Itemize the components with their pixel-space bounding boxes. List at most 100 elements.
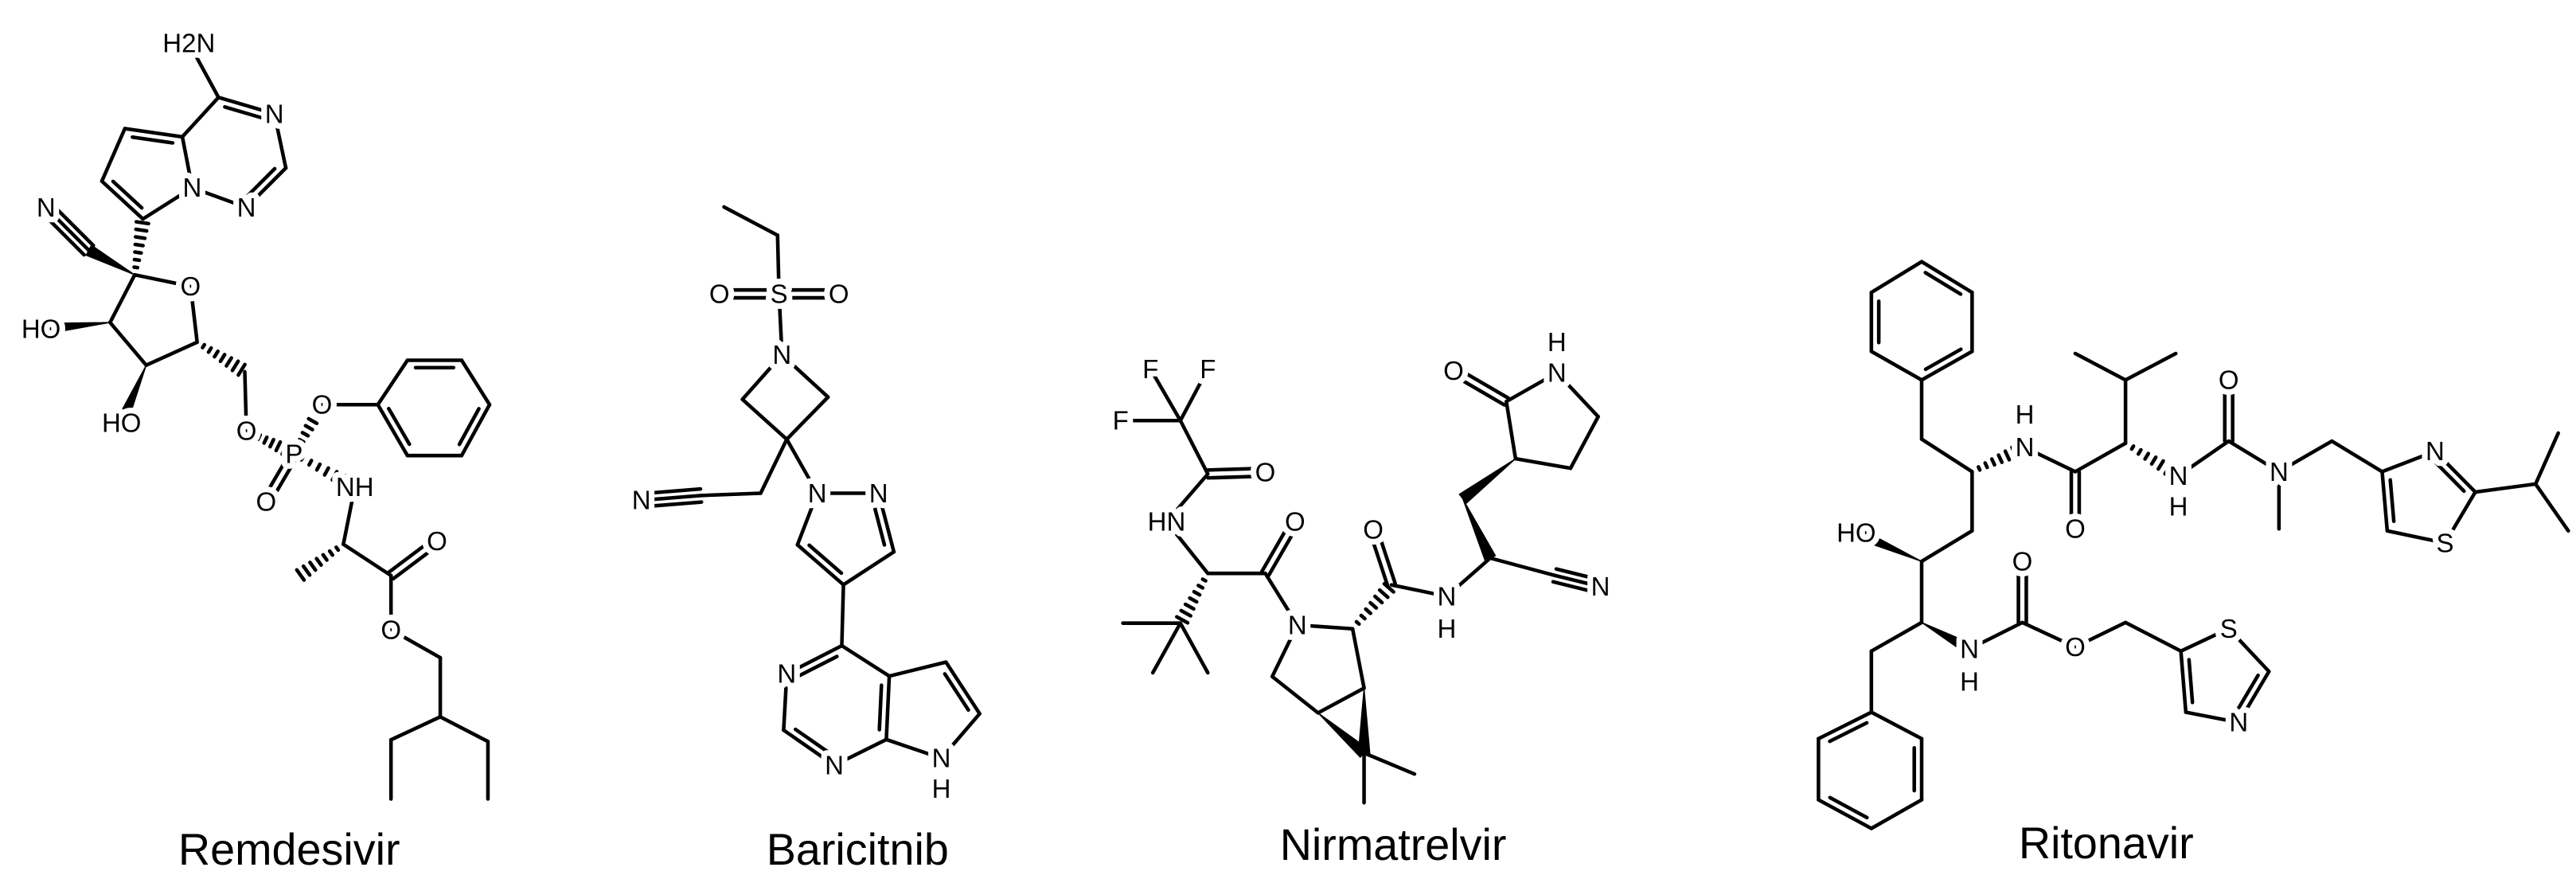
atom-label: O — [427, 526, 447, 556]
bond — [1869, 260, 1924, 295]
hash-bond — [338, 473, 348, 487]
hash-bond — [314, 557, 323, 567]
bond — [1165, 520, 1210, 576]
bond — [387, 406, 412, 447]
bond — [877, 683, 884, 732]
hash-bond — [2136, 447, 2143, 456]
bond — [1295, 623, 1355, 631]
hash-bond — [321, 553, 329, 562]
wedge-bond — [40, 322, 111, 336]
atom-label: N — [237, 193, 256, 222]
bond — [1165, 472, 1210, 524]
bond — [243, 369, 248, 433]
bond — [2073, 620, 2128, 649]
hash-bond — [345, 477, 356, 492]
hash-bond — [2143, 451, 2151, 461]
bond — [795, 542, 845, 587]
hash-bond — [1175, 615, 1190, 625]
hash-bond — [274, 439, 283, 453]
bond — [2434, 460, 2466, 494]
bond — [457, 407, 481, 447]
bond — [100, 127, 127, 183]
bond — [244, 166, 288, 209]
atom-label: O — [256, 486, 276, 516]
bond — [1148, 367, 1183, 423]
bond — [1263, 571, 1300, 627]
atom-label: N — [1960, 634, 1979, 663]
bond — [777, 291, 784, 357]
bond — [189, 284, 199, 345]
atom-label: O — [1285, 507, 1306, 537]
bond — [2123, 351, 2178, 382]
hash-bond — [1977, 465, 1982, 472]
bond — [132, 272, 193, 288]
bond — [49, 201, 96, 248]
hash-bond — [134, 220, 150, 226]
bond — [795, 491, 819, 547]
hash-bond — [134, 227, 149, 233]
hash-bond — [236, 362, 247, 377]
hash-bond — [306, 416, 319, 426]
bond — [388, 715, 443, 742]
bond — [131, 135, 175, 145]
bond — [1869, 350, 1924, 382]
atom-label: N — [37, 193, 56, 222]
bond — [459, 358, 492, 407]
atom-label: F — [1200, 354, 1216, 384]
bond — [780, 353, 830, 400]
bond — [1869, 620, 1924, 654]
atom-label: O — [709, 279, 730, 308]
hash-bond — [301, 564, 312, 577]
bond — [638, 486, 703, 496]
atom-label: H — [2016, 400, 2035, 429]
bond — [2473, 482, 2538, 494]
bond — [1178, 621, 1210, 675]
atom-label: H2N — [162, 29, 215, 58]
bond — [1923, 347, 1963, 372]
bond — [1259, 518, 1294, 573]
bond — [1828, 795, 1869, 820]
hash-bond — [308, 561, 318, 572]
bond — [245, 166, 277, 198]
bond — [108, 272, 137, 325]
hash-bond — [2163, 463, 2173, 476]
hash-bond — [294, 444, 302, 451]
bond — [639, 494, 703, 502]
bond — [1869, 798, 1924, 830]
bond — [459, 402, 492, 458]
bond — [1505, 370, 1559, 404]
atom-label: O — [2012, 546, 2033, 576]
atom-label: N — [772, 340, 791, 369]
atom-label: N — [1548, 358, 1567, 388]
bond — [2234, 673, 2260, 713]
atom-label: O — [312, 390, 333, 420]
hash-bond — [1188, 596, 1199, 604]
bond — [1267, 521, 1301, 577]
molecule-name: Baricitnib — [767, 825, 949, 874]
atom-label: S — [2220, 614, 2238, 643]
atom-label: H — [1437, 614, 1456, 643]
hash-bond — [2156, 459, 2165, 471]
bond — [1828, 721, 1869, 744]
bond — [1178, 418, 1210, 476]
bond — [1551, 580, 1601, 596]
hash-bond — [256, 432, 263, 442]
bond — [1316, 686, 1366, 715]
bond — [1178, 367, 1210, 423]
bond — [217, 96, 276, 116]
bond — [841, 549, 896, 587]
hash-bond — [230, 359, 240, 373]
bond — [1450, 372, 1507, 407]
bond — [785, 437, 819, 495]
atom-label: N — [777, 659, 796, 689]
bond — [1967, 620, 2024, 651]
bond — [1554, 567, 1604, 583]
bond — [2073, 441, 2128, 474]
bond — [386, 536, 437, 575]
bond — [44, 205, 91, 252]
bond — [2388, 478, 2396, 524]
atom-label: S — [771, 279, 788, 308]
bond — [2380, 449, 2437, 474]
bond — [2020, 620, 2078, 649]
